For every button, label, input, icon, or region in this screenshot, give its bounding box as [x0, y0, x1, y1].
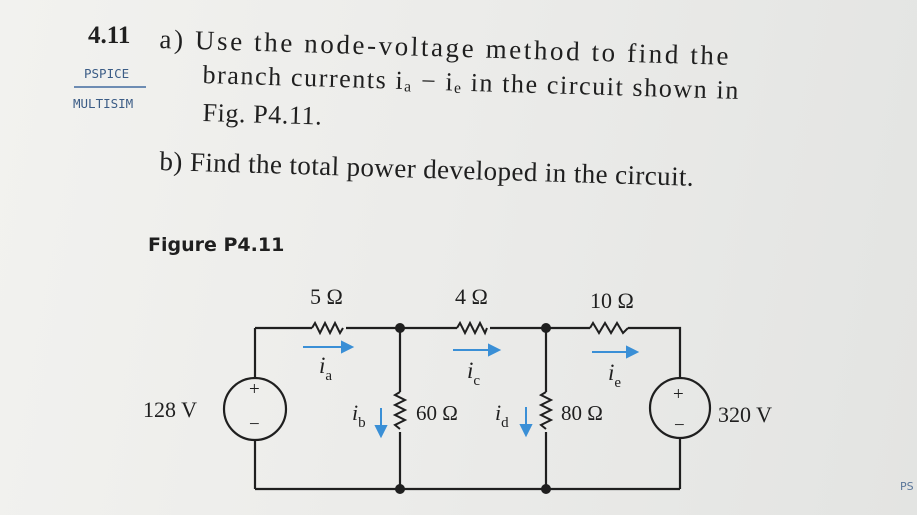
problem-number: 4.11: [88, 22, 131, 49]
r5-label: 5 Ω: [310, 284, 343, 309]
page-corner-text: PS: [900, 480, 914, 493]
current-ia-label: ia: [319, 353, 332, 384]
current-ie-label: ie: [608, 360, 621, 391]
resistor-80-ohm: [538, 391, 554, 430]
resistor-5-ohm: [311, 320, 344, 336]
left-voltage-source: [222, 376, 288, 442]
current-id-label: id: [495, 400, 509, 431]
node-dot-bottom-2: [541, 484, 551, 494]
current-ic-label: ic: [467, 358, 480, 389]
right-voltage-source: [648, 376, 712, 440]
arrowhead-ic: [488, 343, 502, 357]
node-dot-top-1: [395, 323, 405, 333]
current-ib-label: ib: [352, 400, 366, 431]
tag-divider: [74, 86, 146, 88]
right-source-value: 320 V: [718, 402, 772, 427]
multisim-tag: MULTISIM: [73, 96, 134, 111]
current-arrows: [303, 340, 640, 439]
figure-label: Figure P4.11: [148, 234, 285, 256]
circuit-wires: [253, 326, 682, 491]
left-source-minus: −: [249, 414, 260, 435]
arrowhead-ie: [626, 345, 640, 359]
r10-label: 10 Ω: [590, 288, 634, 313]
pspice-tag: PSPICE: [84, 66, 130, 81]
left-source-value: 128 V: [143, 397, 197, 422]
r60-label: 60 Ω: [416, 401, 458, 425]
resistor-10-ohm: [589, 321, 629, 335]
node-dot-top-2: [541, 323, 551, 333]
arrowhead-ib: [374, 425, 388, 439]
r4-label: 4 Ω: [455, 284, 488, 309]
left-source-plus: +: [249, 379, 260, 400]
r80-label: 80 Ω: [561, 401, 603, 425]
resistor-60-ohm: [392, 391, 408, 430]
arrowhead-ia: [341, 340, 355, 354]
node-dot-bottom-1: [395, 484, 405, 494]
right-source-minus: −: [674, 415, 685, 436]
right-source-plus: +: [673, 384, 684, 405]
arrowhead-id: [519, 424, 533, 438]
resistor-4-ohm: [456, 320, 488, 336]
